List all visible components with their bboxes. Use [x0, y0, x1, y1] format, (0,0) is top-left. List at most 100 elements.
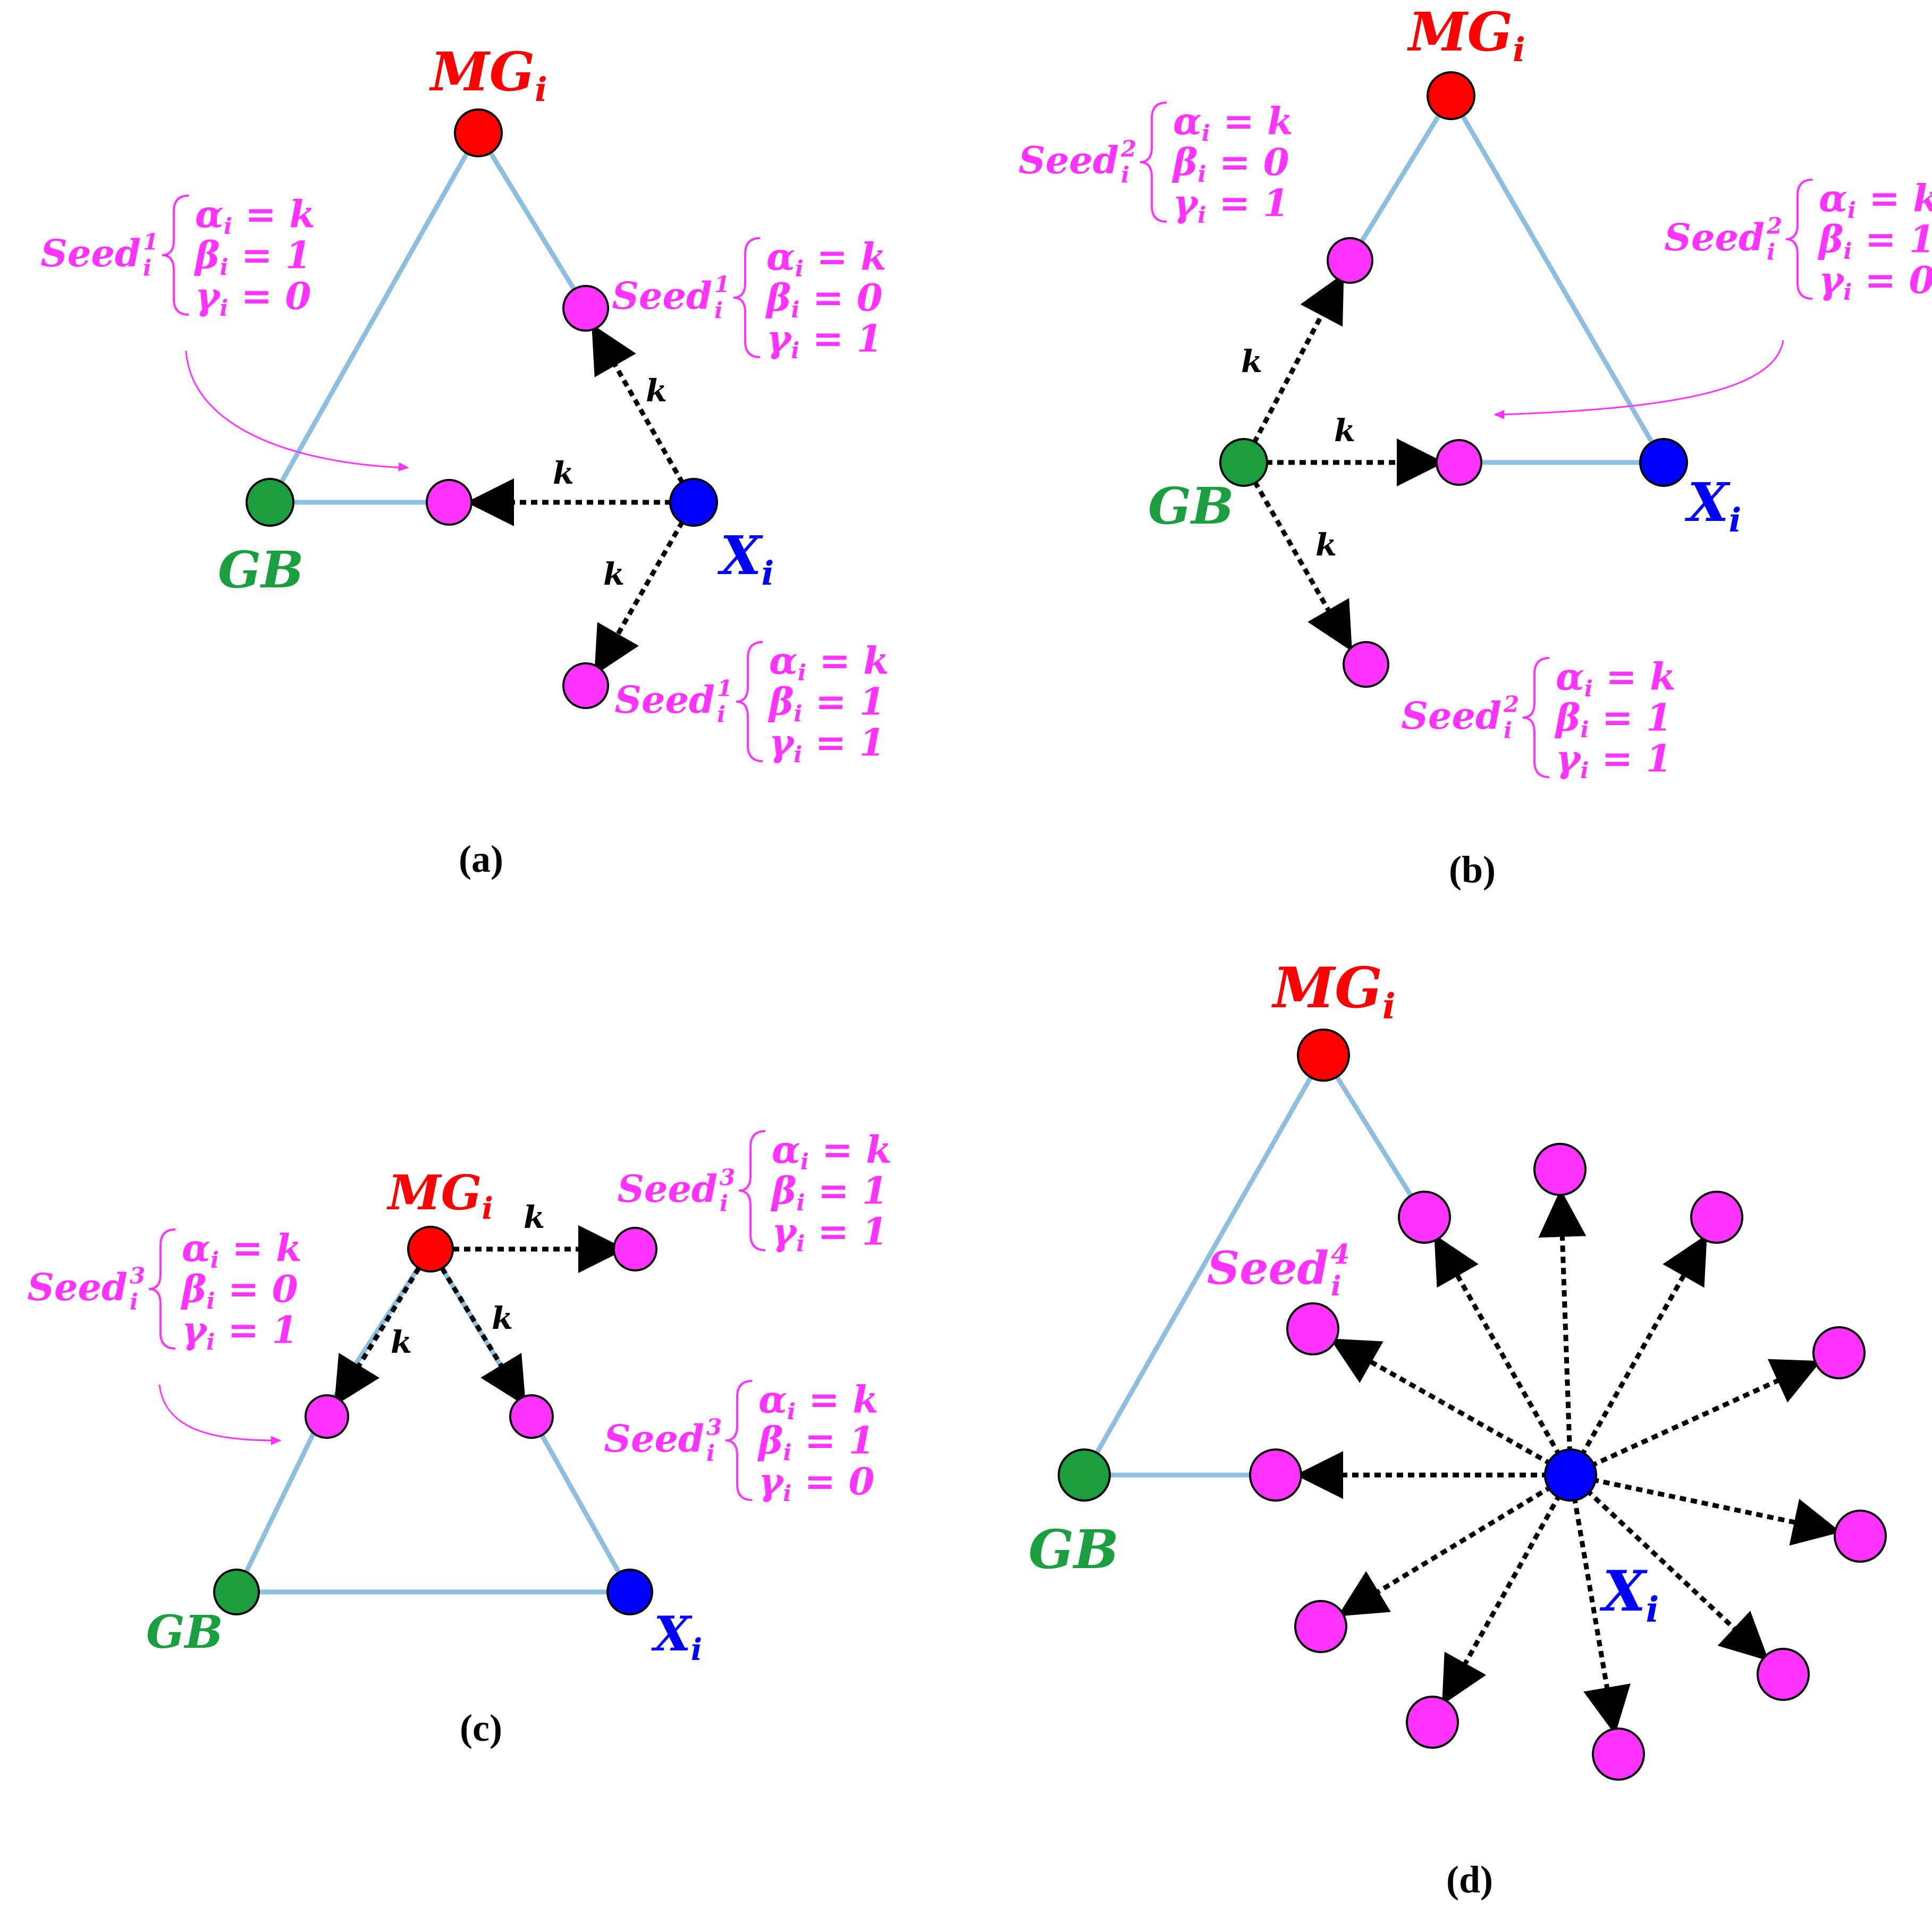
seed-arrow — [594, 501, 696, 676]
seed-brace — [1140, 102, 1167, 223]
gb-node — [246, 478, 294, 527]
mg-node — [1427, 71, 1475, 120]
gb-label: GB — [218, 541, 303, 600]
seed-node — [1327, 237, 1373, 284]
edge-weight-label: k — [603, 556, 625, 592]
seed-param-gamma: γi = 1 — [769, 721, 885, 768]
pointer-curve — [1498, 340, 1784, 416]
panel-caption: (b) — [1449, 848, 1496, 891]
network-edge — [1347, 93, 1454, 263]
seed-arrow — [1570, 1472, 1841, 1546]
seed-brace — [725, 1380, 753, 1501]
seed-superscript: 3 — [706, 1414, 722, 1440]
seed-param-alpha: αi = k — [758, 1378, 879, 1425]
seed-param-alpha: αi = k — [1819, 176, 1932, 224]
seed-node — [1757, 1648, 1810, 1701]
seed-param-beta: βi = 1 — [1817, 217, 1932, 265]
gb-node — [1219, 438, 1268, 487]
seed-param-beta: βi = 1 — [757, 1419, 875, 1466]
seed-param-beta: βi = 1 — [767, 680, 885, 727]
seed-node — [426, 479, 473, 526]
network-edge — [267, 130, 481, 505]
seed-brace — [148, 1228, 176, 1350]
seed-label: Seed — [1401, 694, 1501, 738]
mg-node — [454, 108, 503, 157]
network-edge — [1321, 1052, 1427, 1220]
seed-param-beta: βi = 0 — [765, 276, 883, 323]
network-edge — [476, 130, 588, 311]
seed-label: Seed — [1018, 138, 1119, 182]
edge-weight-label: k — [553, 455, 574, 491]
seed-label: Seed — [40, 231, 141, 275]
seed-node — [509, 1394, 554, 1439]
seed-param-beta: βi = 0 — [1171, 140, 1289, 188]
seed-subscript: i — [714, 298, 723, 324]
seed-label: Seed — [617, 1167, 718, 1211]
pointer-curve — [185, 350, 404, 469]
network-edge — [1082, 1052, 1326, 1478]
seed-subscript: i — [143, 255, 151, 281]
seed-param-beta: βi = 1 — [1554, 696, 1672, 743]
seed-superscript: 3 — [720, 1165, 735, 1191]
seed-subscript: i — [717, 702, 725, 728]
seed-label: Seed — [1664, 215, 1765, 259]
seed-param-beta: βi = 0 — [180, 1267, 298, 1315]
seed-param-gamma: γi = 1 — [182, 1308, 298, 1355]
gb-label: GB — [1028, 1518, 1119, 1581]
seed-arrow — [1568, 1234, 1707, 1477]
edge-weight-label: k — [391, 1324, 412, 1360]
seed-node — [1294, 1600, 1347, 1653]
seed-node — [1533, 1143, 1587, 1196]
network-edge — [529, 1414, 632, 1595]
seed-brace — [1522, 657, 1550, 778]
seed-node — [1249, 1448, 1302, 1502]
x-node — [1639, 438, 1688, 487]
edge-weight-label: k — [524, 1199, 545, 1235]
seed-arrow — [1337, 1473, 1572, 1616]
mg-label: MGi — [1407, 1, 1525, 69]
panel-caption: (d) — [1446, 1858, 1493, 1901]
seed-arrow — [592, 324, 696, 504]
seed-node — [1398, 1191, 1451, 1244]
mg-label: MGi — [1271, 955, 1396, 1027]
seed-label: Seed — [27, 1265, 128, 1309]
seed-node — [1406, 1696, 1459, 1749]
mg-node — [1297, 1029, 1350, 1082]
edge-weight-label: k — [1334, 412, 1355, 449]
x-label: Xi — [717, 524, 774, 593]
seed-subscript: i — [1767, 239, 1775, 265]
seed-label: Seed — [1207, 1242, 1329, 1295]
panel-caption: (a) — [459, 838, 503, 880]
pointer-arrowhead — [271, 1436, 282, 1445]
seed-superscript: 1 — [714, 272, 730, 298]
network-edge — [1448, 93, 1666, 465]
seed-subscript: i — [1121, 162, 1129, 188]
seed-subscript: i — [130, 1289, 138, 1315]
seed-arrow — [1538, 1189, 1587, 1476]
seed-param-alpha: αi = k — [1556, 655, 1676, 702]
seed-superscript: 4 — [1331, 1238, 1350, 1270]
seed-param-beta: βi = 1 — [770, 1169, 888, 1216]
seed-superscript: 2 — [1766, 213, 1782, 239]
seed-label: Seed — [614, 678, 715, 722]
seed-param-gamma: γi = 1 — [772, 1210, 888, 1257]
seed-param-alpha: αi = k — [182, 1226, 302, 1274]
gb-node — [213, 1569, 260, 1615]
pointer-arrowhead — [1494, 410, 1505, 419]
seed-node — [562, 662, 609, 709]
seed-node — [613, 1227, 657, 1271]
edge-weight-label: k — [492, 1300, 513, 1336]
gb-label: GB — [146, 1606, 223, 1659]
network-edge — [319, 1246, 433, 1419]
seed-param-gamma: γi = 0 — [195, 274, 311, 322]
seed-node — [1592, 1728, 1645, 1781]
seed-arrow — [1242, 273, 1344, 464]
edge-weight-label: k — [1315, 527, 1337, 563]
seed-brace — [162, 195, 189, 316]
seed-param-gamma: γi = 1 — [1173, 181, 1289, 229]
x-label: Xi — [1599, 1558, 1659, 1630]
seed-subscript: i — [720, 1191, 728, 1217]
seed-label: Seed — [604, 1417, 704, 1461]
seed-node — [1812, 1326, 1866, 1379]
